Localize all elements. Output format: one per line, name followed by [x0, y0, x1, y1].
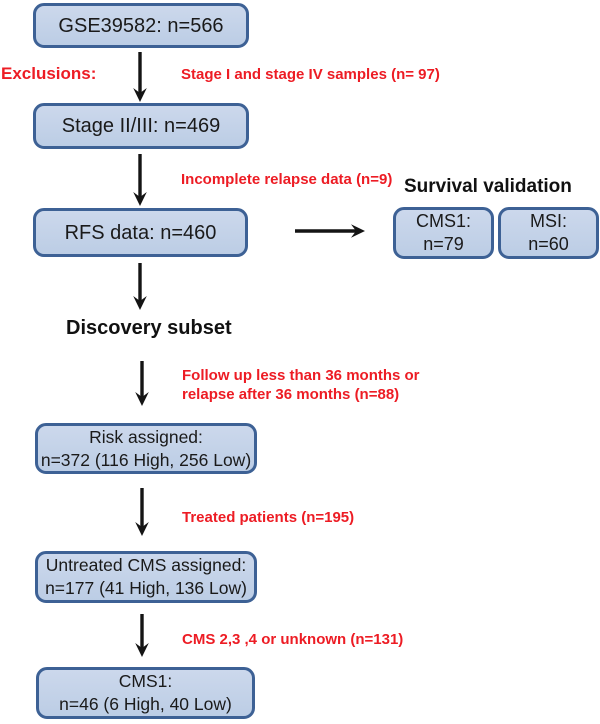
- flow-box-rfs-data: RFS data: n=460: [33, 208, 248, 257]
- box-text: Risk assigned:: [89, 426, 203, 447]
- flow-box-stage-ii-iii: Stage II/III: n=469: [33, 103, 249, 149]
- down-arrow-icon: [135, 614, 149, 657]
- box-text: n=46 (6 High, 40 Low): [59, 694, 232, 714]
- box-text: n=372 (116 High, 256 Low): [40, 449, 252, 470]
- exclusions-heading: Exclusions:: [1, 64, 97, 83]
- note-line: relapse after 36 months (n=88): [182, 386, 400, 403]
- flow-box-cms1-final: CMS1: n=46 (6 High, 40 Low): [36, 667, 255, 719]
- down-arrow-icon: [135, 488, 149, 536]
- down-arrow-icon: [133, 52, 147, 102]
- flow-box-untreated-cms: Untreated CMS assigned: n=177 (41 High, …: [35, 551, 257, 603]
- flow-box-gse39582: GSE39582: n=566: [33, 3, 249, 48]
- flow-box-msi-validation: MSI: n=60: [498, 207, 599, 259]
- exclusion-note-cms-other: CMS 2,3 ,4 or unknown (n=131): [182, 631, 404, 648]
- box-text: Untreated CMS assigned:: [45, 555, 247, 575]
- box-text: CMS1:: [415, 211, 471, 231]
- exclusion-note-followup: Follow up less than 36 months or relapse…: [182, 366, 420, 404]
- flow-box-risk-assigned: Risk assigned: n=372 (116 High, 256 Low): [35, 423, 257, 474]
- box-text: n=177 (41 High, 136 Low): [45, 578, 247, 598]
- down-arrow-icon: [133, 154, 147, 206]
- exclusion-note-relapse: Incomplete relapse data (n=9): [181, 171, 393, 188]
- down-arrow-icon: [135, 361, 149, 406]
- box-text: GSE39582: n=566: [58, 14, 224, 37]
- box-text: Stage II/III: n=469: [61, 115, 221, 137]
- box-text: RFS data: n=460: [64, 221, 217, 244]
- exclusion-note-treated: Treated patients (n=195): [182, 509, 355, 526]
- box-text: MSI:: [529, 211, 567, 231]
- box-text: CMS1:: [118, 671, 173, 691]
- note-line: Follow up less than 36 months or: [182, 367, 420, 384]
- right-arrow-icon: [295, 224, 365, 238]
- survival-validation-heading: Survival validation: [404, 176, 572, 197]
- down-arrow-icon: [133, 263, 147, 310]
- flow-box-cms1-validation: CMS1: n=79: [393, 207, 494, 259]
- box-text: n=60: [528, 234, 569, 254]
- box-text: n=79: [423, 234, 464, 254]
- exclusion-note-stage: Stage I and stage IV samples (n= 97): [181, 66, 440, 83]
- discovery-subset-heading: Discovery subset: [66, 317, 232, 339]
